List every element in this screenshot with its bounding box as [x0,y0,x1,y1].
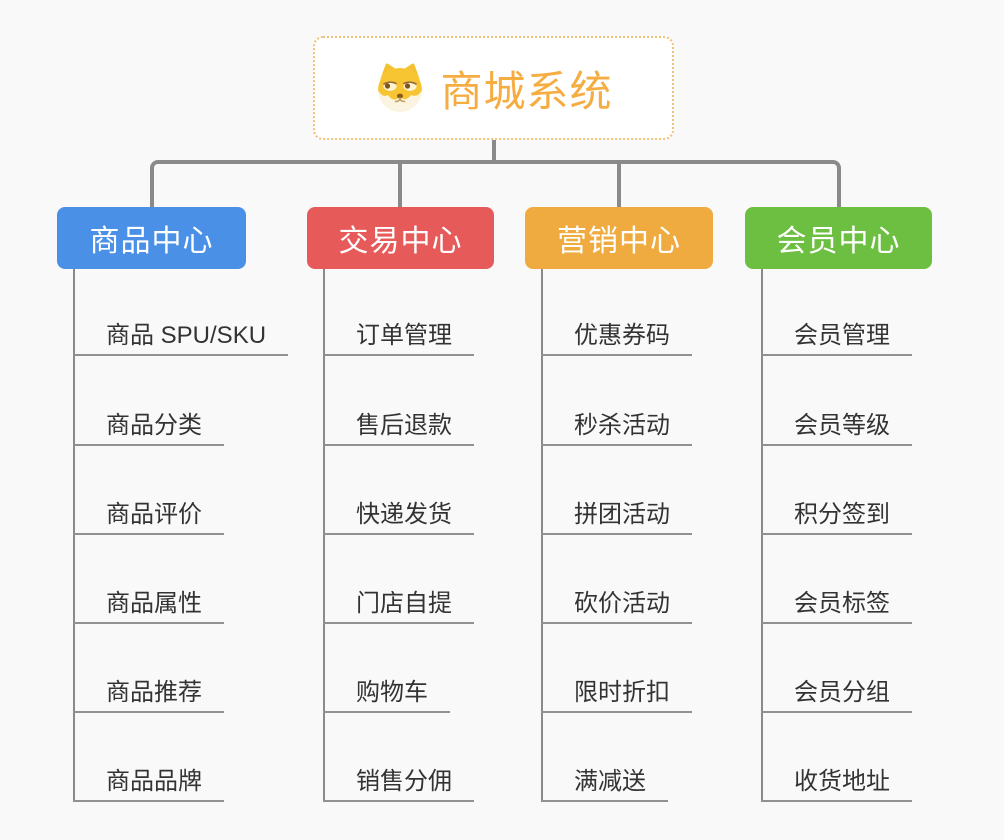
leaf-node[interactable]: 商品属性 [73,592,224,624]
branch-column-member: 会员中心 会员管理 会员等级 积分签到 会员标签 会员分组 收货地址 [745,0,932,840]
connector-left-corner [150,160,494,207]
connector-drop-marketing [617,163,621,207]
leaf-node[interactable]: 商品推荐 [73,681,224,713]
branch-column-product: 商品中心 商品 SPU/SKU 商品分类 商品评价 商品属性 商品推荐 商品品牌 [57,0,289,840]
leaf-node[interactable]: 优惠券码 [541,324,692,356]
leaf-node[interactable]: 售后退款 [323,414,474,446]
root-stem-connector [492,140,496,164]
leaf-node[interactable]: 收货地址 [761,770,912,802]
branch-column-trade: 交易中心 订单管理 售后退款 快递发货 门店自提 购物车 销售分佣 [307,0,494,840]
branch-node-marketing[interactable]: 营销中心 [525,207,713,269]
branch-line-marketing [541,269,543,802]
leaf-node[interactable]: 门店自提 [323,592,474,624]
leaf-node[interactable]: 会员分组 [761,681,912,713]
branch-node-member[interactable]: 会员中心 [745,207,932,269]
leaf-node[interactable]: 商品分类 [73,414,224,446]
leaf-node[interactable]: 销售分佣 [323,770,474,802]
leaf-node[interactable]: 满减送 [541,770,668,802]
leaf-node[interactable]: 商品品牌 [73,770,224,802]
branch-line-product [73,269,75,802]
connector-right-corner [494,160,841,207]
root-node[interactable]: 商城系统 [313,36,674,140]
leaf-node[interactable]: 购物车 [323,681,450,713]
leaf-node[interactable]: 会员标签 [761,592,912,624]
leaf-node[interactable]: 商品 SPU/SKU [73,324,289,356]
branch-line-trade [323,269,325,802]
root-title: 商城系统 [440,67,613,115]
branch-column-marketing: 营销中心 优惠券码 秒杀活动 拼团活动 砍价活动 限时折扣 满减送 [525,0,713,840]
leaf-node[interactable]: 快递发货 [323,503,474,535]
doge-face-icon [374,62,426,114]
leaf-node[interactable]: 拼团活动 [541,503,692,535]
leaf-node[interactable]: 秒杀活动 [541,414,692,446]
branch-node-trade[interactable]: 交易中心 [307,207,494,269]
branch-line-member [761,269,763,802]
leaf-node[interactable]: 订单管理 [323,324,474,356]
leaf-node[interactable]: 砍价活动 [541,592,692,624]
leaf-node[interactable]: 商品评价 [73,503,224,535]
leaf-node[interactable]: 会员管理 [761,324,912,356]
leaf-node[interactable]: 会员等级 [761,414,912,446]
leaf-node[interactable]: 限时折扣 [541,681,692,713]
leaf-node[interactable]: 积分签到 [761,503,912,535]
connector-drop-trade [398,163,402,207]
branch-node-product[interactable]: 商品中心 [57,207,246,269]
